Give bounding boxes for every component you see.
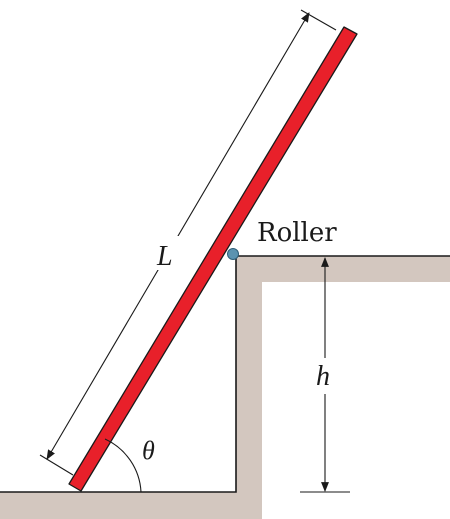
roller-support-icon <box>227 248 239 260</box>
length-label-gap <box>154 236 180 270</box>
ground-and-step-structure <box>0 256 450 519</box>
roller-label: Roller <box>257 218 337 248</box>
height-label-gap <box>314 358 336 394</box>
angle-arc <box>104 438 142 493</box>
surface-outline <box>0 255 450 493</box>
length-extension-bottom <box>39 454 74 476</box>
length-label: L <box>156 241 173 272</box>
beam <box>68 26 358 492</box>
angle-label: θ <box>142 436 155 465</box>
height-label: h <box>316 361 330 392</box>
length-extension-top <box>300 9 337 31</box>
